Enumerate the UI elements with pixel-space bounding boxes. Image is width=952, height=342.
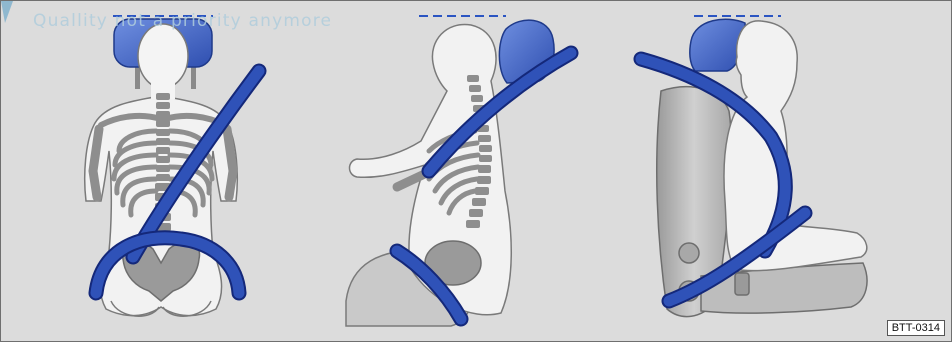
watermark-text: Quallity not a priority anymore: [33, 11, 332, 31]
belt-buckle: [735, 273, 749, 295]
panel-front-view: [85, 16, 259, 316]
panel-side-leaning-view: [346, 16, 571, 326]
figure-code: BTT-0314: [887, 320, 945, 336]
head-front: [138, 24, 188, 88]
corner-tab: [1, 1, 13, 23]
recliner-knob: [679, 243, 699, 263]
panel-side-seated-view: [641, 16, 867, 317]
body-outline-side-seated: [724, 21, 867, 271]
